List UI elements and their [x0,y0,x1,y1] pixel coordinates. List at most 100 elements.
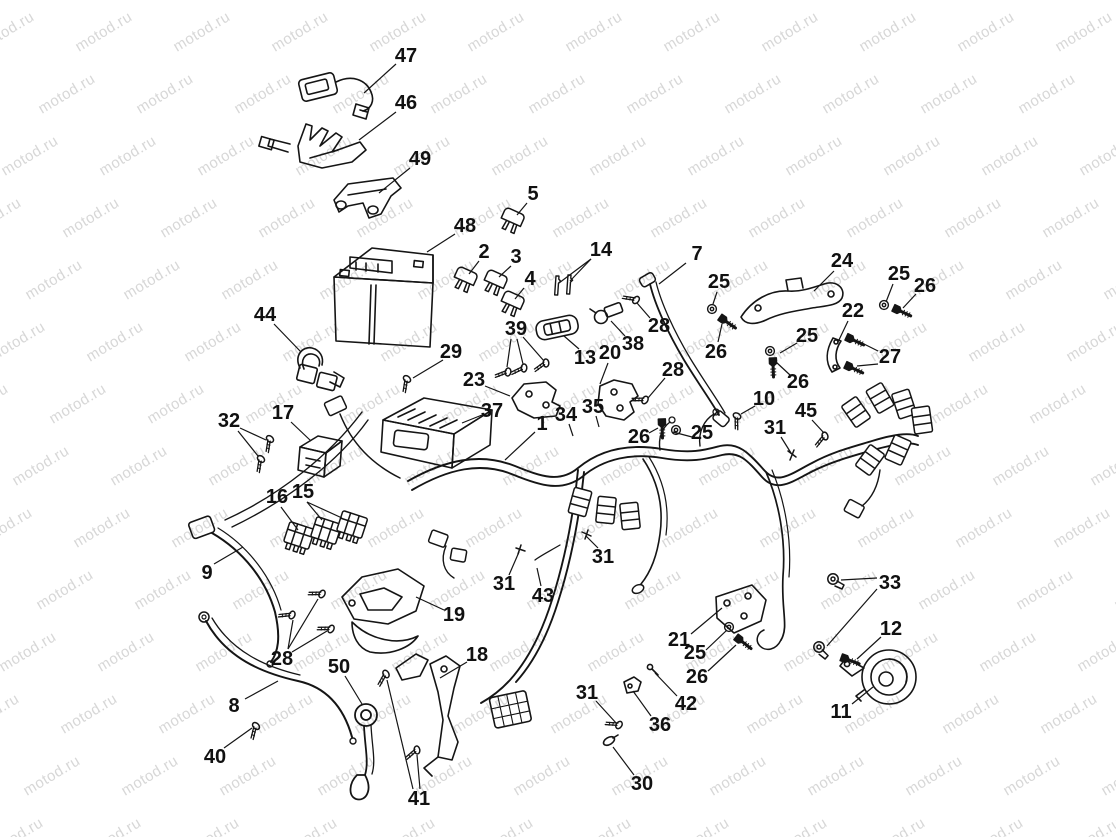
leader-line [636,302,651,319]
watermark-text: motod.ru [364,504,427,551]
leader-line [237,430,259,457]
watermark-text: motod.ru [0,318,48,365]
watermark-text: motod.ru [0,380,11,427]
part-bracket-21 [715,584,767,634]
leader-line [514,287,525,300]
watermark-text: motod.ru [1061,814,1116,837]
part-number-label: 11 [830,701,851,723]
part-number-label: 26 [705,341,727,363]
part-screw-41a [372,668,393,688]
leader-line [468,260,480,275]
watermark-text: motod.ru [1050,504,1113,551]
part-number-label: 17 [272,402,294,424]
watermark-text: motod.ru [144,380,207,427]
watermark-text: motod.ru [473,814,536,837]
leader-line [658,262,687,285]
watermark-text: motod.ru [743,690,806,737]
part-number-label: 13 [574,347,596,369]
leader-line [244,680,279,700]
part-number-label: 20 [599,342,621,364]
part-number-label: 38 [622,333,644,355]
leader-line [595,415,600,428]
leader-line [306,501,343,519]
leader-line [857,340,879,352]
part-strap-22 [826,337,842,373]
leader-line [851,686,874,705]
watermark-text: motod.ru [865,814,928,837]
watermark-text: motod.ru [375,814,438,837]
part-bolt-27a [843,332,867,350]
part-number-label: 46 [395,92,417,114]
part-number-label: 44 [254,304,277,326]
leader-line [516,338,524,365]
leader-line [223,727,253,749]
watermark-text: motod.ru [915,566,978,613]
part-number-label: 34 [555,404,578,426]
watermark-text: motod.ru [1076,132,1116,179]
watermark-text: motod.ru [684,132,747,179]
watermark-text: motod.ru [780,628,843,675]
part-pin-42 [646,663,659,676]
part-bolt-26 [890,303,914,321]
leader-line [426,233,456,253]
watermark-text: motod.ru [928,380,991,427]
leader-line [358,111,397,141]
leader-line [415,596,445,611]
leader-line [536,567,542,587]
watermark-text: motod.ru [181,318,244,365]
watermark-text: motod.ru [353,194,416,241]
leader-line [563,335,580,350]
watermark-text: motod.ru [1002,256,1065,303]
watermark-text: motod.ru [268,8,331,55]
watermark-text: motod.ru [1074,628,1116,675]
part-number-label: 25 [708,271,730,293]
part-relay-47 [297,72,374,120]
part-number-label: 28 [271,648,293,670]
part-number-label: 26 [628,426,650,448]
part-number-label: 28 [662,359,684,381]
parts-layer [187,72,934,801]
part-number-label: 26 [686,666,708,688]
leader-line [506,338,512,368]
watermark-text: motod.ru [486,628,549,675]
part-tie-31 [515,449,797,555]
watermark-text: motod.ru [854,504,917,551]
part-number-label: 14 [590,239,613,261]
watermark-text: motod.ru [1037,690,1100,737]
watermark-text: motod.ru [20,752,83,799]
watermark-text: motod.ru [0,8,37,55]
part-number-label: 21 [668,629,690,651]
part-number-label: 28 [648,315,670,337]
watermark-text: motod.ru [623,70,686,117]
part-number-label: 27 [879,346,901,368]
part-bracket-24 [740,277,844,325]
leader-line [239,427,267,441]
part-number-label: 25 [796,325,818,347]
leader-line [213,546,244,565]
part-number-label: 48 [454,215,476,237]
part-washer-25 [723,621,735,633]
leader-line [363,63,397,94]
part-number-label: 26 [914,275,936,297]
leader-line [902,293,917,309]
watermark-text: motod.ru [0,628,59,675]
watermark-text: motod.ru [70,504,133,551]
leader-line [290,421,312,442]
watermark-text: motod.ru [427,70,490,117]
part-bolt-27b [842,360,866,378]
part-number-label: 2 [478,241,489,263]
leader-line [712,291,718,305]
watermark-text: motod.ru [229,566,292,613]
watermark-text: motod.ru [1063,318,1116,365]
leader-line [837,320,849,343]
part-washer-25 [706,303,718,315]
part-number-label: 36 [649,714,671,736]
part-number-label: 37 [481,400,503,422]
part-number-label: 3 [510,246,521,268]
part-bracket-46 [258,123,367,169]
part-number-label: 45 [795,400,817,422]
leader-line [280,506,299,531]
part-pin-14b [565,274,574,296]
watermark-text: motod.ru [22,256,85,303]
